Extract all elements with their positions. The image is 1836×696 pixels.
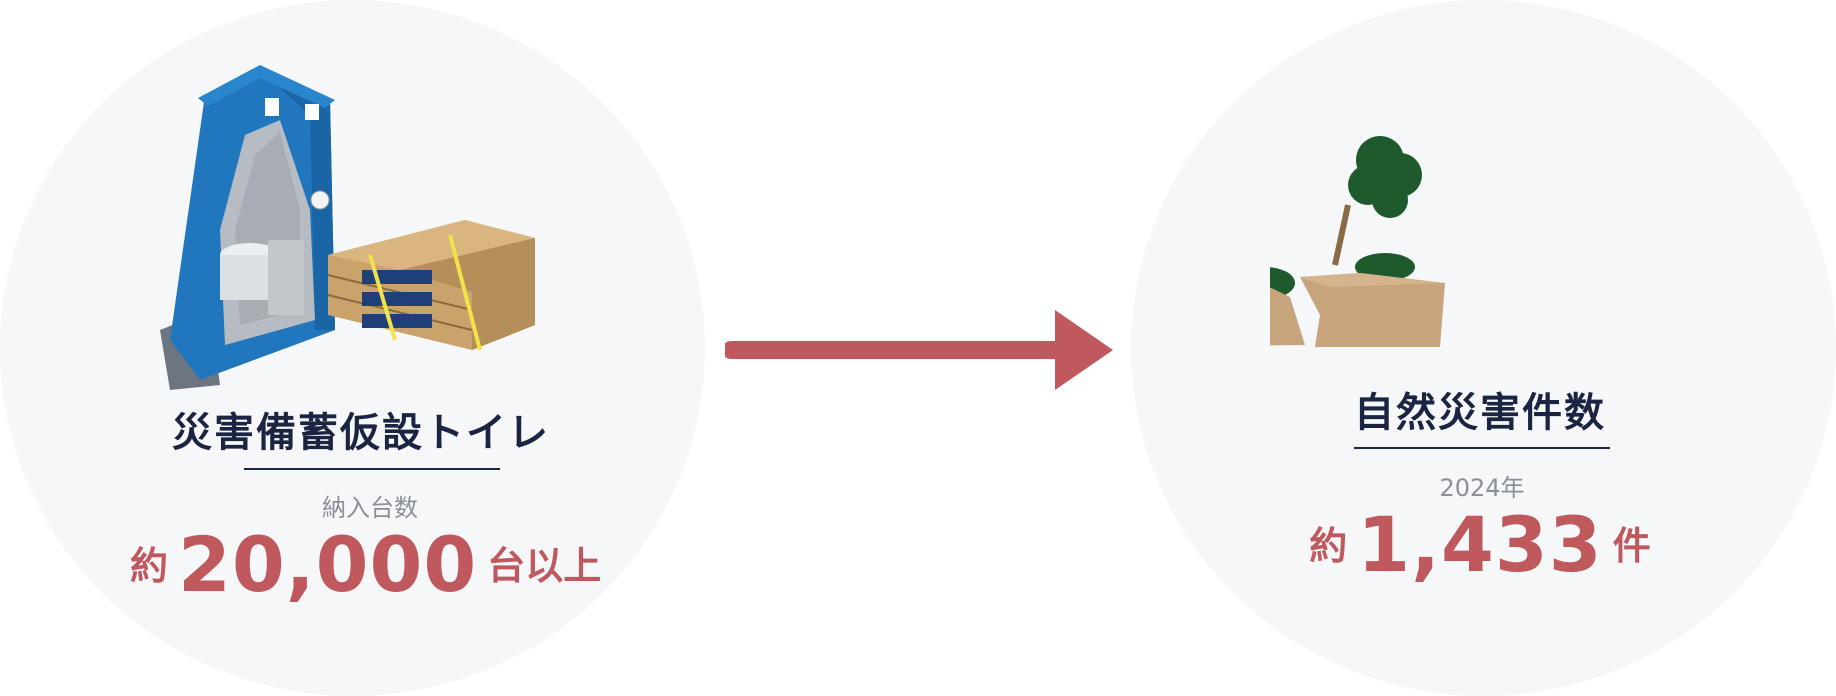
right-arrow-icon [725,310,1113,390]
tree-icon [1332,136,1422,266]
right-stat-number: 1,433 [1357,500,1603,589]
right-divider [1354,447,1610,449]
left-stat-prefix: 約 [130,544,169,588]
right-stat-suffix: 件 [1612,524,1651,568]
toilet-tent-illustration [160,65,535,390]
left-card-circle [0,0,705,696]
ground-block-right [1300,273,1445,347]
tent-sign [265,98,279,116]
right-title: 自然災害件数 [1354,390,1606,436]
bush-right [1355,253,1415,281]
earthquake-illustration [1270,136,1445,347]
right-subtitle: 2024年 [1439,474,1525,502]
left-subtitle: 納入台数 [322,494,418,522]
right-card-circle [1131,0,1836,696]
left-stat-number: 20,000 [178,520,478,609]
right-stat-prefix: 約 [1309,524,1348,568]
left-stat-suffix: 台以上 [487,544,602,588]
left-title: 災害備蓄仮設トイレ [172,410,550,456]
cardboard-box-stack [327,220,535,351]
ground-block-left [1270,287,1305,346]
left-divider [244,468,500,470]
